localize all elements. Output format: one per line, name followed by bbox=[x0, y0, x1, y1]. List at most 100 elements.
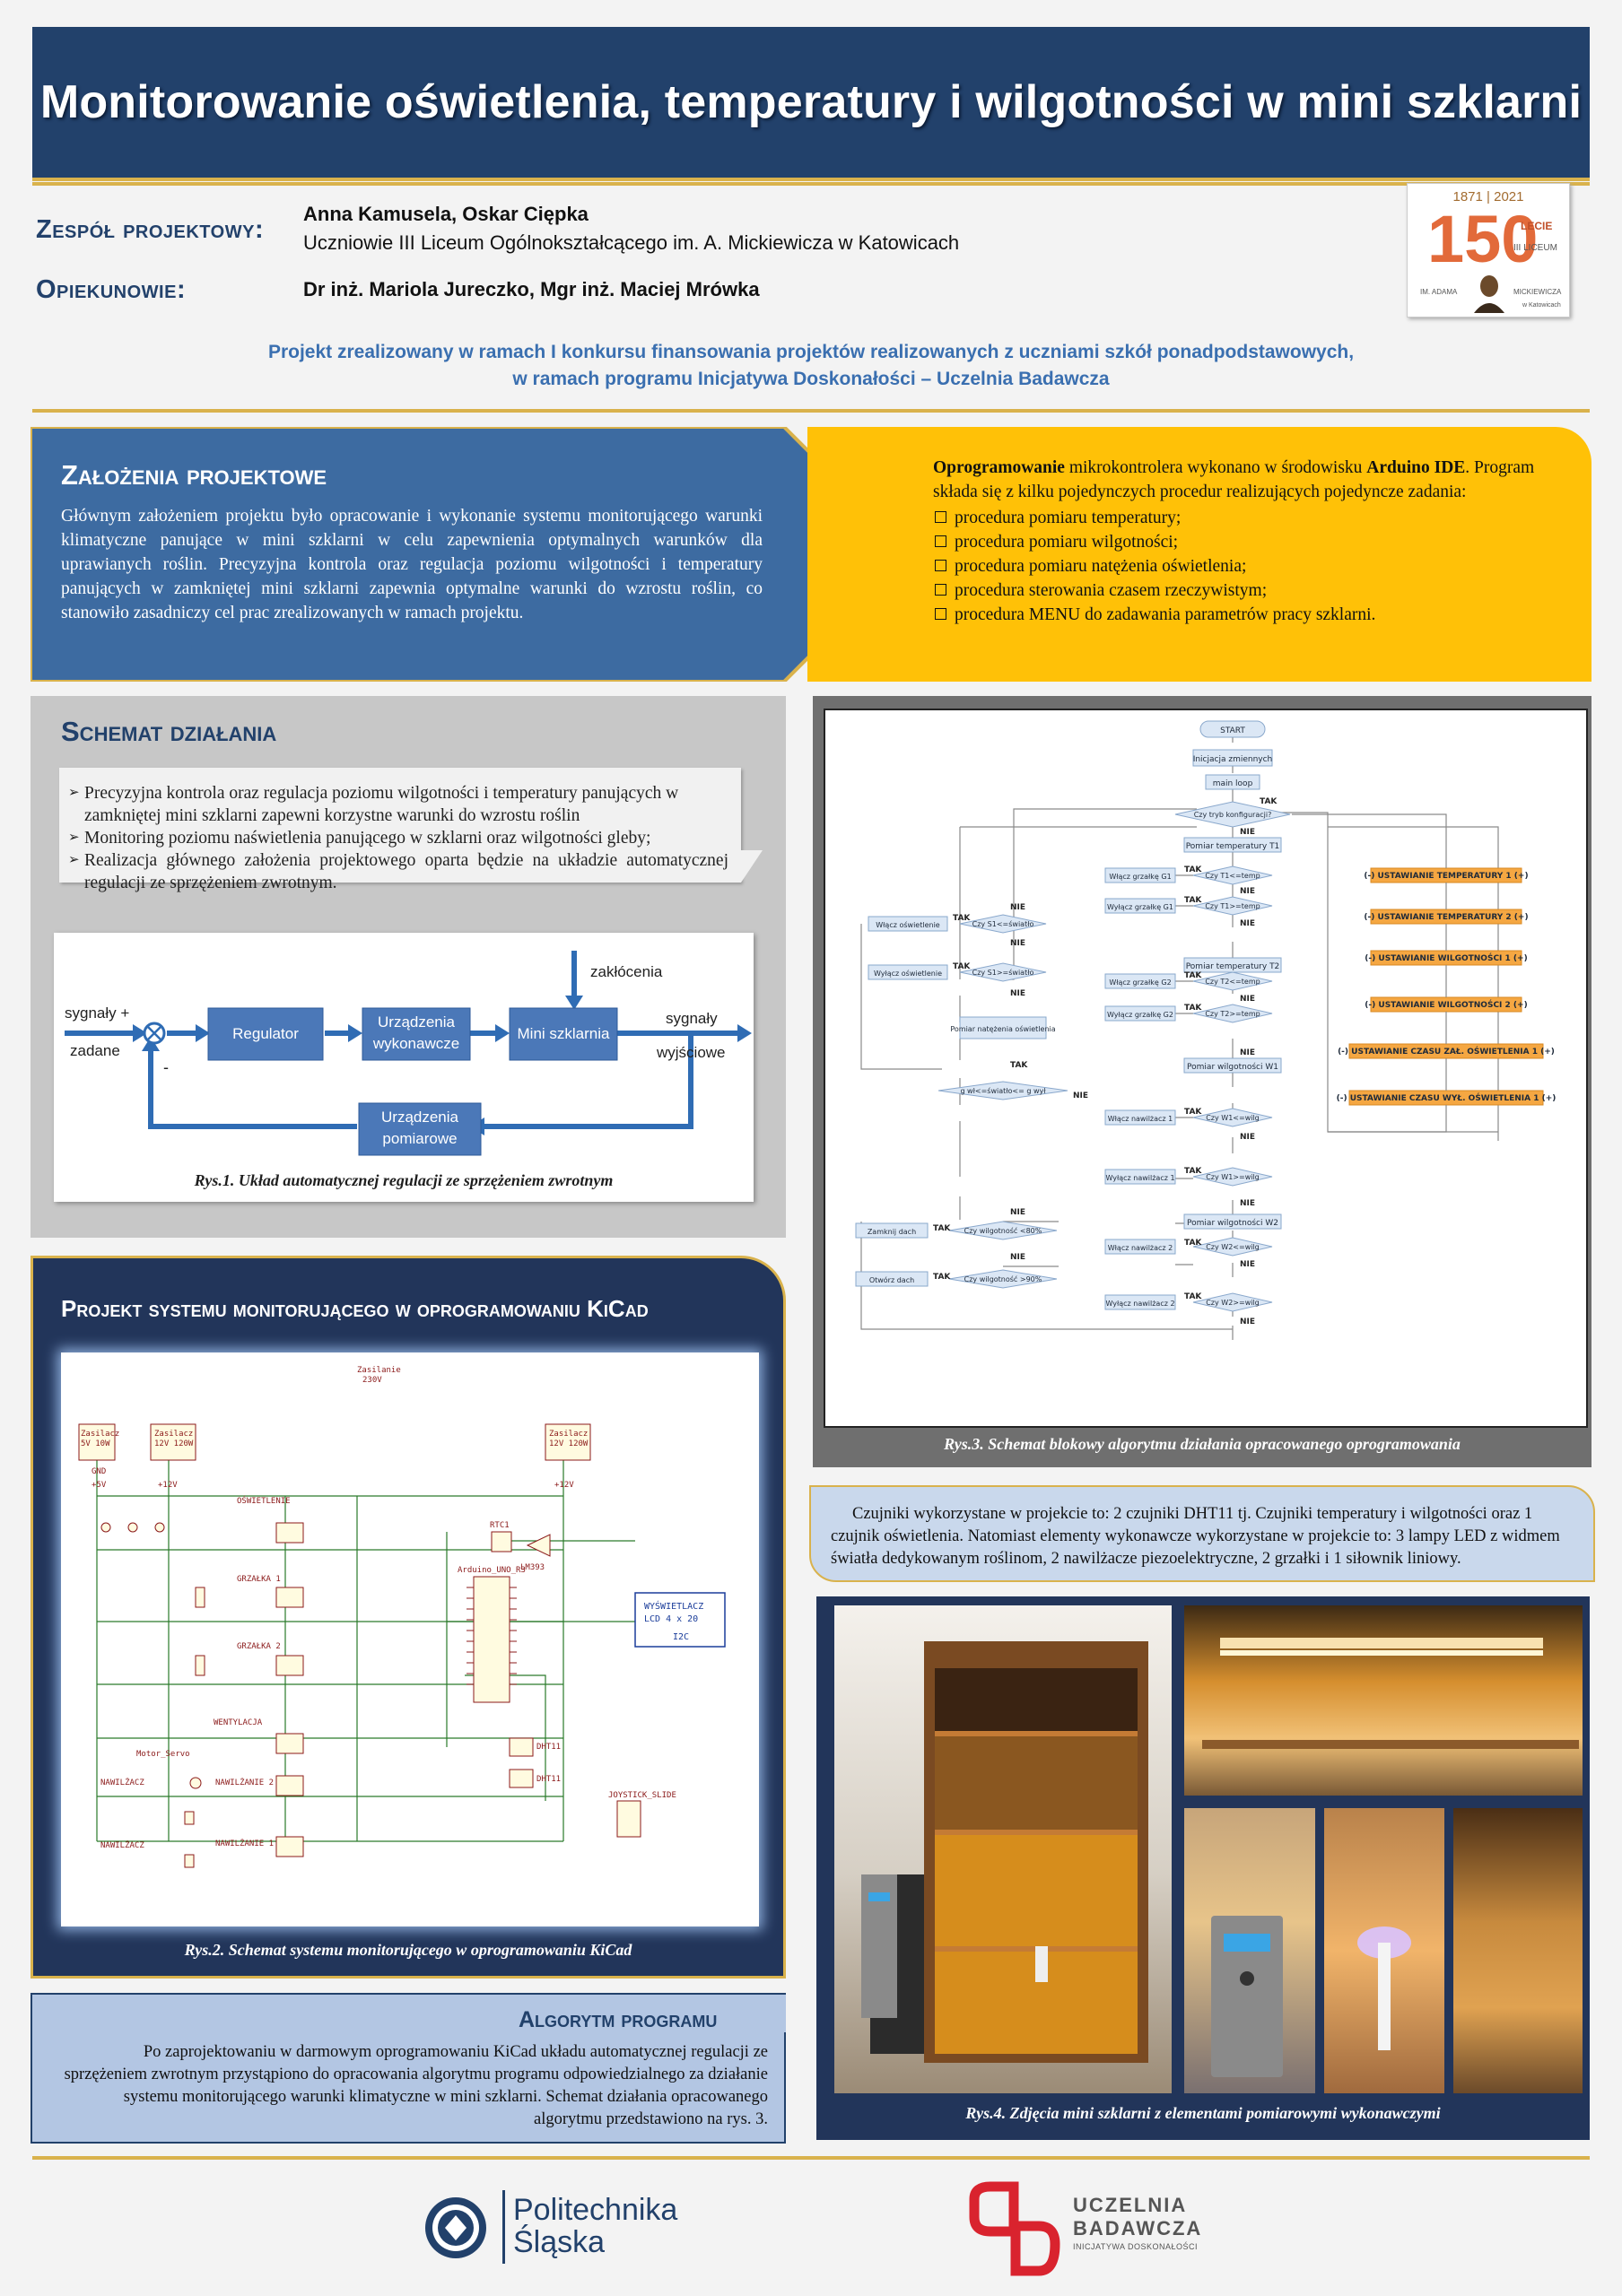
svg-text:Pomiar natężenia oświetlenia: Pomiar natężenia oświetlenia bbox=[950, 1024, 1055, 1033]
uczelnia-badawcza-logo-icon bbox=[969, 2181, 1060, 2276]
photo-controller-box bbox=[1184, 1808, 1315, 2093]
svg-text:TAK: TAK bbox=[1184, 896, 1202, 905]
software-text: Oprogramowanie mikrokontrolera wykonano … bbox=[933, 456, 1561, 627]
svg-text:LCD 4 x 20: LCD 4 x 20 bbox=[644, 1614, 698, 1624]
svg-text:Włącz grzałkę G2: Włącz grzałkę G2 bbox=[1109, 978, 1171, 987]
svg-text:Wyłącz nawilżacz 1: Wyłącz nawilżacz 1 bbox=[1105, 1174, 1174, 1182]
funding-line-1: Projekt zrealizowany w ramach I konkursu… bbox=[267, 342, 1355, 362]
svg-text:TAK: TAK bbox=[1184, 1004, 1202, 1013]
logo-sub: LECIE bbox=[1521, 220, 1553, 232]
svg-text:TAK: TAK bbox=[1184, 865, 1202, 874]
divider bbox=[32, 409, 1590, 413]
svg-text:TAK: TAK bbox=[1010, 1061, 1028, 1070]
team-school: Uczniowie III Liceum Ogólnokształcącego … bbox=[303, 231, 960, 254]
svg-text:(-) USTAWIANIE TEMPERATURY 1 (: (-) USTAWIANIE TEMPERATURY 1 (+) bbox=[1364, 872, 1528, 881]
svg-text:NIE: NIE bbox=[1240, 828, 1255, 837]
svg-text:GND: GND bbox=[92, 1467, 106, 1476]
svg-text:Zasilacz: Zasilacz bbox=[154, 1430, 193, 1439]
svg-text:Wyłącz nawilżacz 2: Wyłącz nawilżacz 2 bbox=[1105, 1300, 1174, 1308]
svg-text:NIE: NIE bbox=[1240, 1133, 1255, 1142]
svg-text:Pomiar wilgotności W2: Pomiar wilgotności W2 bbox=[1187, 1218, 1278, 1228]
politechnika-logo-text: Politechnika Śląska bbox=[513, 2194, 677, 2258]
figure-4-caption: Rys.4. Zdjęcia mini szklarni z elementam… bbox=[965, 2104, 1441, 2122]
svg-text:Czy wilgotność <80%: Czy wilgotność <80% bbox=[964, 1226, 1042, 1235]
svg-text:Włącz nawilżacz 2: Włącz nawilżacz 2 bbox=[1108, 1244, 1173, 1252]
list-item: ➢Realizacja głównego założenia projektow… bbox=[68, 851, 728, 892]
svg-text:TAK: TAK bbox=[953, 914, 971, 923]
divider bbox=[32, 2156, 1590, 2160]
svg-text:Wyłącz oświetlenie: Wyłącz oświetlenie bbox=[874, 969, 942, 978]
svg-text:START: START bbox=[1220, 726, 1245, 735]
svg-text:Pomiar wilgotności W1: Pomiar wilgotności W1 bbox=[1187, 1062, 1278, 1072]
svg-text:NAWILŻANIE 1: NAWILŻANIE 1 bbox=[215, 1839, 274, 1848]
algorithm-title: Algorytm programu bbox=[519, 2007, 718, 2032]
diagram-svg bbox=[65, 951, 752, 1156]
logo-right: MICKIEWICZA bbox=[1513, 288, 1562, 296]
assumptions-title: Założenia projektowe bbox=[61, 459, 327, 491]
schematic-svg: Zasilanie 230V Zasilacz 5V 10W Zasilacz … bbox=[78, 1366, 726, 1868]
svg-text:Zasilanie: Zasilanie bbox=[357, 1366, 401, 1375]
logo-years: 1871 | 2021 bbox=[1452, 189, 1524, 204]
logo-liceum: III LICEUM bbox=[1513, 243, 1557, 253]
kicad-schematic: Zasilanie 230V Zasilacz 5V 10W Zasilacz … bbox=[61, 1352, 759, 1926]
svg-text:Czy S1<=światło: Czy S1<=światło bbox=[972, 919, 1034, 928]
svg-text:I2C: I2C bbox=[673, 1632, 689, 1642]
list-item: procedura pomiaru wilgotności; bbox=[933, 530, 1561, 554]
output-label-2: wyjściowe bbox=[657, 1044, 726, 1061]
svg-text:NIE: NIE bbox=[1010, 903, 1025, 912]
svg-text:RTC1: RTC1 bbox=[490, 1521, 510, 1530]
svg-text:NIE: NIE bbox=[1010, 939, 1025, 948]
ub-line-1: UCZELNIA bbox=[1073, 2194, 1188, 2216]
figure-3-caption: Rys.3. Schemat blokowy algorytmu działan… bbox=[944, 1435, 1461, 1453]
svg-text:TAK: TAK bbox=[1184, 1292, 1202, 1301]
svg-text:(-) USTAWIANIE WILGOTNOŚCI 2 (: (-) USTAWIANIE WILGOTNOŚCI 2 (+) bbox=[1365, 999, 1527, 1010]
svg-text:Wyłącz grzałkę G2: Wyłącz grzałkę G2 bbox=[1107, 1011, 1173, 1019]
portrait-icon bbox=[1474, 275, 1504, 313]
svg-text:NIE: NIE bbox=[1010, 1253, 1025, 1262]
algorithm-text: Po zaprojektowaniu w darmowym oprogramow… bbox=[64, 2043, 768, 2128]
svg-text:TAK: TAK bbox=[933, 1224, 951, 1233]
svg-text:NIE: NIE bbox=[1010, 989, 1025, 998]
svg-text:NAWILŻANIE 2: NAWILŻANIE 2 bbox=[215, 1778, 274, 1787]
flowchart-svg: START Inicjacja zmiennych main loop Czy … bbox=[855, 720, 1556, 1340]
svg-text:Pomiar temperatury T2: Pomiar temperatury T2 bbox=[1186, 962, 1280, 971]
list-item: procedura MENU do zadawania parametrów p… bbox=[933, 603, 1561, 627]
svg-text:NIE: NIE bbox=[1240, 919, 1255, 928]
assumptions-text: Głównym założeniem projektu było opracow… bbox=[61, 507, 763, 622]
software-intro-end: . Program składa się z kilku pojedynczyc… bbox=[933, 458, 1535, 501]
humidifier-drawing bbox=[1357, 1926, 1411, 2050]
politechnika-name-2: Śląska bbox=[513, 2225, 606, 2259]
list-item: ➢Precyzyjna kontrola oraz regulacja pozi… bbox=[68, 784, 679, 825]
led-drawing bbox=[1202, 1638, 1579, 1749]
svg-text:NIE: NIE bbox=[1240, 995, 1255, 1004]
svg-text:main loop: main loop bbox=[1213, 779, 1253, 788]
minus-sign: - bbox=[163, 1058, 169, 1076]
svg-text:NIE: NIE bbox=[1010, 1208, 1025, 1217]
svg-text:NIE: NIE bbox=[1240, 887, 1255, 896]
svg-text:12V 120W: 12V 120W bbox=[549, 1439, 589, 1448]
photo-led-lamp bbox=[1184, 1605, 1583, 1796]
svg-text:Czy W1>=wilg: Czy W1>=wilg bbox=[1206, 1173, 1260, 1181]
algorithm-tab bbox=[502, 1995, 786, 2032]
logo-number: 150 bbox=[1427, 202, 1539, 276]
software-intro-ide: Arduino IDE bbox=[1366, 458, 1466, 477]
disturbance-label: zakłócenia bbox=[590, 963, 663, 980]
funding-line-2: w ramach programu Inicjatywa Doskonałośc… bbox=[512, 369, 1110, 389]
svg-text:TAK: TAK bbox=[953, 962, 971, 971]
svg-text:TAK: TAK bbox=[1184, 1239, 1202, 1248]
input-top-label: sygnały + bbox=[65, 1004, 130, 1022]
svg-text:TAK: TAK bbox=[1184, 971, 1202, 980]
svg-text:Czy S1>=światło: Czy S1>=światło bbox=[972, 968, 1034, 977]
politechnika-logo-icon bbox=[425, 2197, 486, 2258]
supervisors: Dr inż. Mariola Jureczko, Mgr inż. Macie… bbox=[303, 278, 760, 300]
photo-greenhouse-front bbox=[834, 1605, 1172, 2093]
svg-text:+12V: +12V bbox=[158, 1481, 178, 1490]
list-item: ➢Monitoring poziomu naświetlenia panując… bbox=[68, 829, 651, 848]
sensors-panel bbox=[809, 1485, 1595, 1582]
svg-text:TAK: TAK bbox=[1184, 1108, 1202, 1117]
funding-note: Projekt zrealizowany w ramach I konkursu… bbox=[32, 339, 1590, 393]
scheme-bullets: ➢Precyzyjna kontrola oraz regulacja pozi… bbox=[59, 768, 741, 892]
list-item: procedura pomiaru temperatury; bbox=[933, 506, 1561, 530]
svg-text:Zasilacz: Zasilacz bbox=[549, 1430, 588, 1439]
